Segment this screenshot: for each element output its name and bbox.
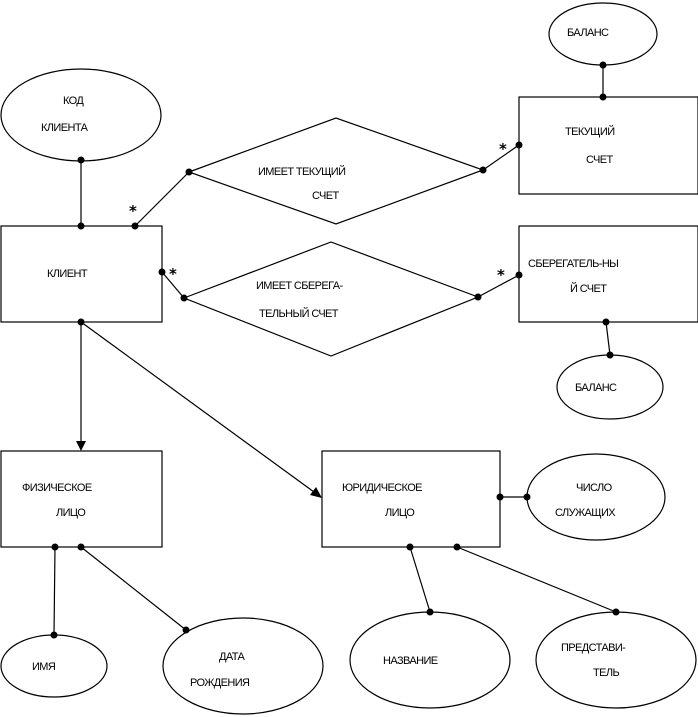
dot xyxy=(602,318,610,326)
dot xyxy=(606,351,614,359)
attr-balance-current-label: БАЛАНС xyxy=(567,27,609,39)
line-client-has-savings xyxy=(161,271,185,299)
dot xyxy=(180,294,188,302)
entity-savings-account-label: СБЕРЕГАТЕЛЬ-НЫ xyxy=(528,258,618,270)
dot xyxy=(50,631,58,639)
rel-has-current-label: ИМЕЕТ ТЕКУЩИЙ xyxy=(258,165,345,178)
dot xyxy=(77,318,85,326)
line-client-legal xyxy=(80,321,315,493)
attr-representative-label: ПРЕДСТАВИ- xyxy=(561,642,626,654)
line-client-has-current xyxy=(134,171,190,227)
dot xyxy=(77,543,85,551)
dot xyxy=(77,156,85,164)
rel-has-savings-label: ИМЕЕТ СБЕРЕГА- xyxy=(256,280,343,292)
dot xyxy=(479,166,487,174)
entity-individual-label: ФИЗИЧЕСКОЕ xyxy=(22,482,92,494)
entity-individual-label: ЛИЦО xyxy=(56,507,86,519)
attr-employee-count xyxy=(526,453,666,541)
entity-legal xyxy=(321,450,501,548)
dot xyxy=(185,168,193,176)
dot xyxy=(77,222,85,230)
attr-client-code-label: КОД xyxy=(63,95,84,107)
dot xyxy=(515,141,523,149)
dot xyxy=(131,222,139,230)
entity-legal-label: ЛИЦО xyxy=(385,507,415,519)
attr-representative xyxy=(535,611,697,709)
attr-org-name-label: НАЗВАНИЕ xyxy=(383,655,438,667)
cardinality-many: * xyxy=(129,202,137,220)
dot xyxy=(158,268,166,276)
dot xyxy=(599,93,607,101)
attr-birth-date xyxy=(162,617,324,715)
attr-client-code-label: КЛИЕНТА xyxy=(41,122,89,134)
attr-representative-label: ТЕЛЬ xyxy=(593,667,619,679)
dot xyxy=(51,543,59,551)
attr-employee-count-label: СЛУЖАЩИХ xyxy=(555,507,616,519)
attr-employee-count-label: ЧИСЛО xyxy=(576,482,613,494)
dot xyxy=(474,293,482,301)
line-individual-name xyxy=(53,546,56,636)
attr-client-code xyxy=(0,68,162,162)
dot xyxy=(426,608,434,616)
dot xyxy=(406,543,414,551)
entity-legal-label: ЮРИДИЧЕСКОЕ xyxy=(342,482,422,494)
entity-current-account-label: ТЕКУЩИЙ xyxy=(565,125,615,138)
line-individual-birthdate xyxy=(80,546,187,631)
cardinality-many: * xyxy=(499,140,507,158)
cardinality-many: * xyxy=(169,265,177,283)
rel-has-savings-label: ТЕЛЬНЫЙ СЧЕТ xyxy=(259,307,339,320)
line-legal-orgname xyxy=(409,546,431,613)
dot xyxy=(496,493,504,501)
dot xyxy=(182,626,190,634)
arrow-legal-icon xyxy=(310,487,322,498)
entity-individual xyxy=(0,450,163,548)
dot xyxy=(599,61,607,69)
attr-balance-savings-label: БАЛАНС xyxy=(575,382,617,394)
entity-client-label: КЛИЕНТ xyxy=(47,268,88,280)
rel-has-savings xyxy=(182,241,480,357)
line-legal-representative xyxy=(456,546,617,613)
dot xyxy=(453,543,461,551)
entity-current-account xyxy=(518,96,698,195)
entity-current-account-label: СЧЕТ xyxy=(586,154,613,166)
dot xyxy=(612,608,620,616)
attr-name-label: ИМЯ xyxy=(32,661,56,673)
cardinality-many: * xyxy=(497,266,505,284)
entity-savings-account xyxy=(518,225,698,323)
arrow-individual-icon xyxy=(76,441,86,451)
attr-birth-date-label: РОЖДЕНИЯ xyxy=(190,677,250,689)
line-has-current-account xyxy=(482,144,520,171)
rel-has-current-label: СЧЕТ xyxy=(312,190,339,202)
line-has-savings-account xyxy=(477,274,520,298)
dot xyxy=(515,271,523,279)
entity-savings-account-label: Й СЧЕТ xyxy=(570,282,607,295)
attr-birth-date-label: ДАТА xyxy=(219,651,245,663)
dot xyxy=(523,493,531,501)
line-balance-savings xyxy=(605,321,611,356)
